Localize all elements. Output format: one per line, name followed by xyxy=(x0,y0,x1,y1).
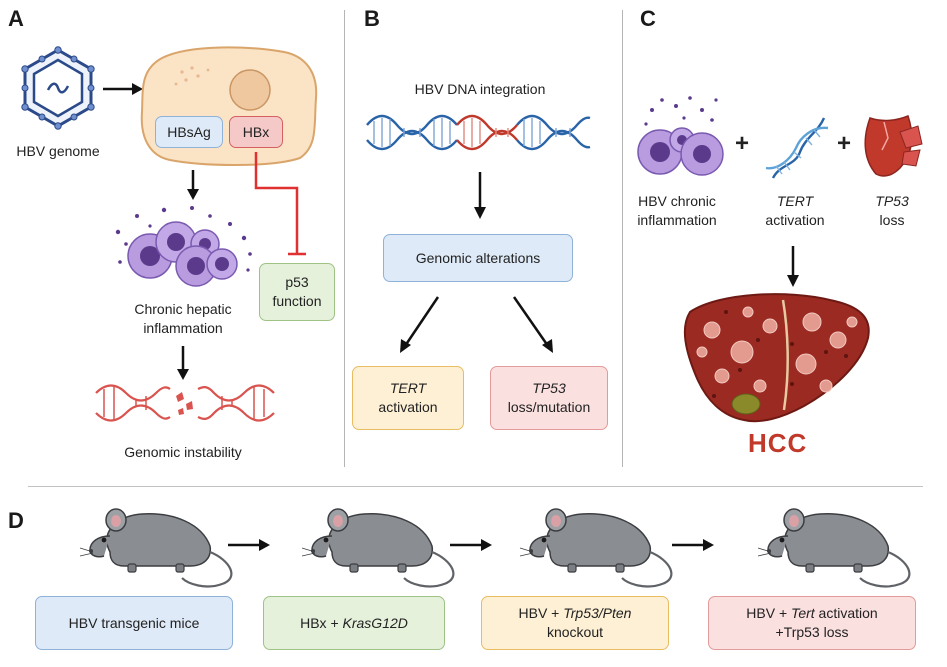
hbv-dna-integration-label: HBV DNA integration xyxy=(414,81,546,97)
tert-activation-label: TERT activation xyxy=(750,192,840,230)
tert-gene-label: TERT xyxy=(776,193,814,209)
plus-sign-2: + xyxy=(837,130,852,157)
tp53-loss-mutation-box: TP53 loss/mutation xyxy=(490,366,608,430)
panel-d-letter: D xyxy=(8,508,24,533)
plus-sign-1: + xyxy=(735,130,750,157)
panel-c-letter: C xyxy=(640,6,656,31)
model-hbv-transgenic-box: HBV transgenic mice xyxy=(35,596,233,650)
model-trp53-pten-box: HBV + Trp53/Pten knockout xyxy=(481,596,669,650)
genomic-instability-label: Genomic instability xyxy=(124,444,242,460)
panel-b-letter: B xyxy=(364,6,380,31)
tp53-gene: TP53 xyxy=(532,380,566,397)
tp53-shield-icon xyxy=(864,114,923,177)
hbv-chronic-inflammation-label: HBV chronic inflammation xyxy=(637,193,717,228)
model-4-line2: +Trp53 loss xyxy=(775,624,849,640)
divider-ab xyxy=(344,10,345,467)
model-3-pre: HBV + xyxy=(518,605,564,622)
genomic-alterations-box: Genomic alterations xyxy=(383,234,573,282)
model-2-gene: KrasG12D xyxy=(342,614,408,631)
tert-activation-text: activation xyxy=(378,399,438,415)
hbsag-box: HBsAg xyxy=(155,116,223,148)
dna-integration-icon xyxy=(366,114,591,151)
hcc-liver-icon xyxy=(683,293,870,423)
model-tert-trp53-box: HBV + Tert activation +Trp53 loss xyxy=(708,596,916,650)
model-3-gene: Trp53/Pten xyxy=(563,605,632,622)
model-2-pre: HBx + xyxy=(300,614,343,631)
hbv-virion-icon xyxy=(21,46,95,130)
divider-top-bottom xyxy=(28,486,923,487)
tp53-loss-mutation-text: loss/mutation xyxy=(507,399,591,415)
divider-bc xyxy=(622,10,623,467)
immune-cells-icon xyxy=(115,206,252,287)
hbv-genome-label: HBV genome xyxy=(16,143,100,159)
model-4-gene: Tert xyxy=(791,605,815,622)
broken-dna-icon xyxy=(95,384,275,422)
chronic-inflammation-icon xyxy=(637,96,724,176)
model-4-pre: HBV + xyxy=(746,605,792,622)
tert-activation-text-label: activation xyxy=(765,211,825,228)
hcc-label: HCC xyxy=(748,428,808,458)
chronic-inflammation-label: Chronic hepatic inflammation xyxy=(134,301,232,336)
model-1-text: HBV transgenic mice xyxy=(68,614,200,631)
tert-activation-box: TERT activation xyxy=(352,366,464,430)
tert-gene: TERT xyxy=(389,380,427,397)
mouse-icon-1 xyxy=(78,507,233,588)
model-3-line1: HBV + Trp53/Pten xyxy=(519,604,632,623)
hbx-box: HBx xyxy=(229,116,283,148)
p53-function-box: p53 function xyxy=(259,263,335,321)
mouse-icon-2 xyxy=(300,507,455,588)
mouse-icon-3 xyxy=(518,507,673,588)
tp53-loss-text-label: loss xyxy=(879,211,905,228)
tp53-loss-label: TP53 loss xyxy=(856,192,928,230)
model-4-post: activation xyxy=(814,605,878,622)
model-4-line1: HBV + Tert activation xyxy=(746,604,877,623)
tp53-gene-label: TP53 xyxy=(875,193,909,209)
panel-a-letter: A xyxy=(8,6,24,31)
model-hbx-kras-box: HBx + KrasG12D xyxy=(263,596,445,650)
model-3-line2: knockout xyxy=(546,624,604,640)
mouse-icon-4 xyxy=(756,507,911,588)
tert-dna-icon xyxy=(765,117,829,179)
